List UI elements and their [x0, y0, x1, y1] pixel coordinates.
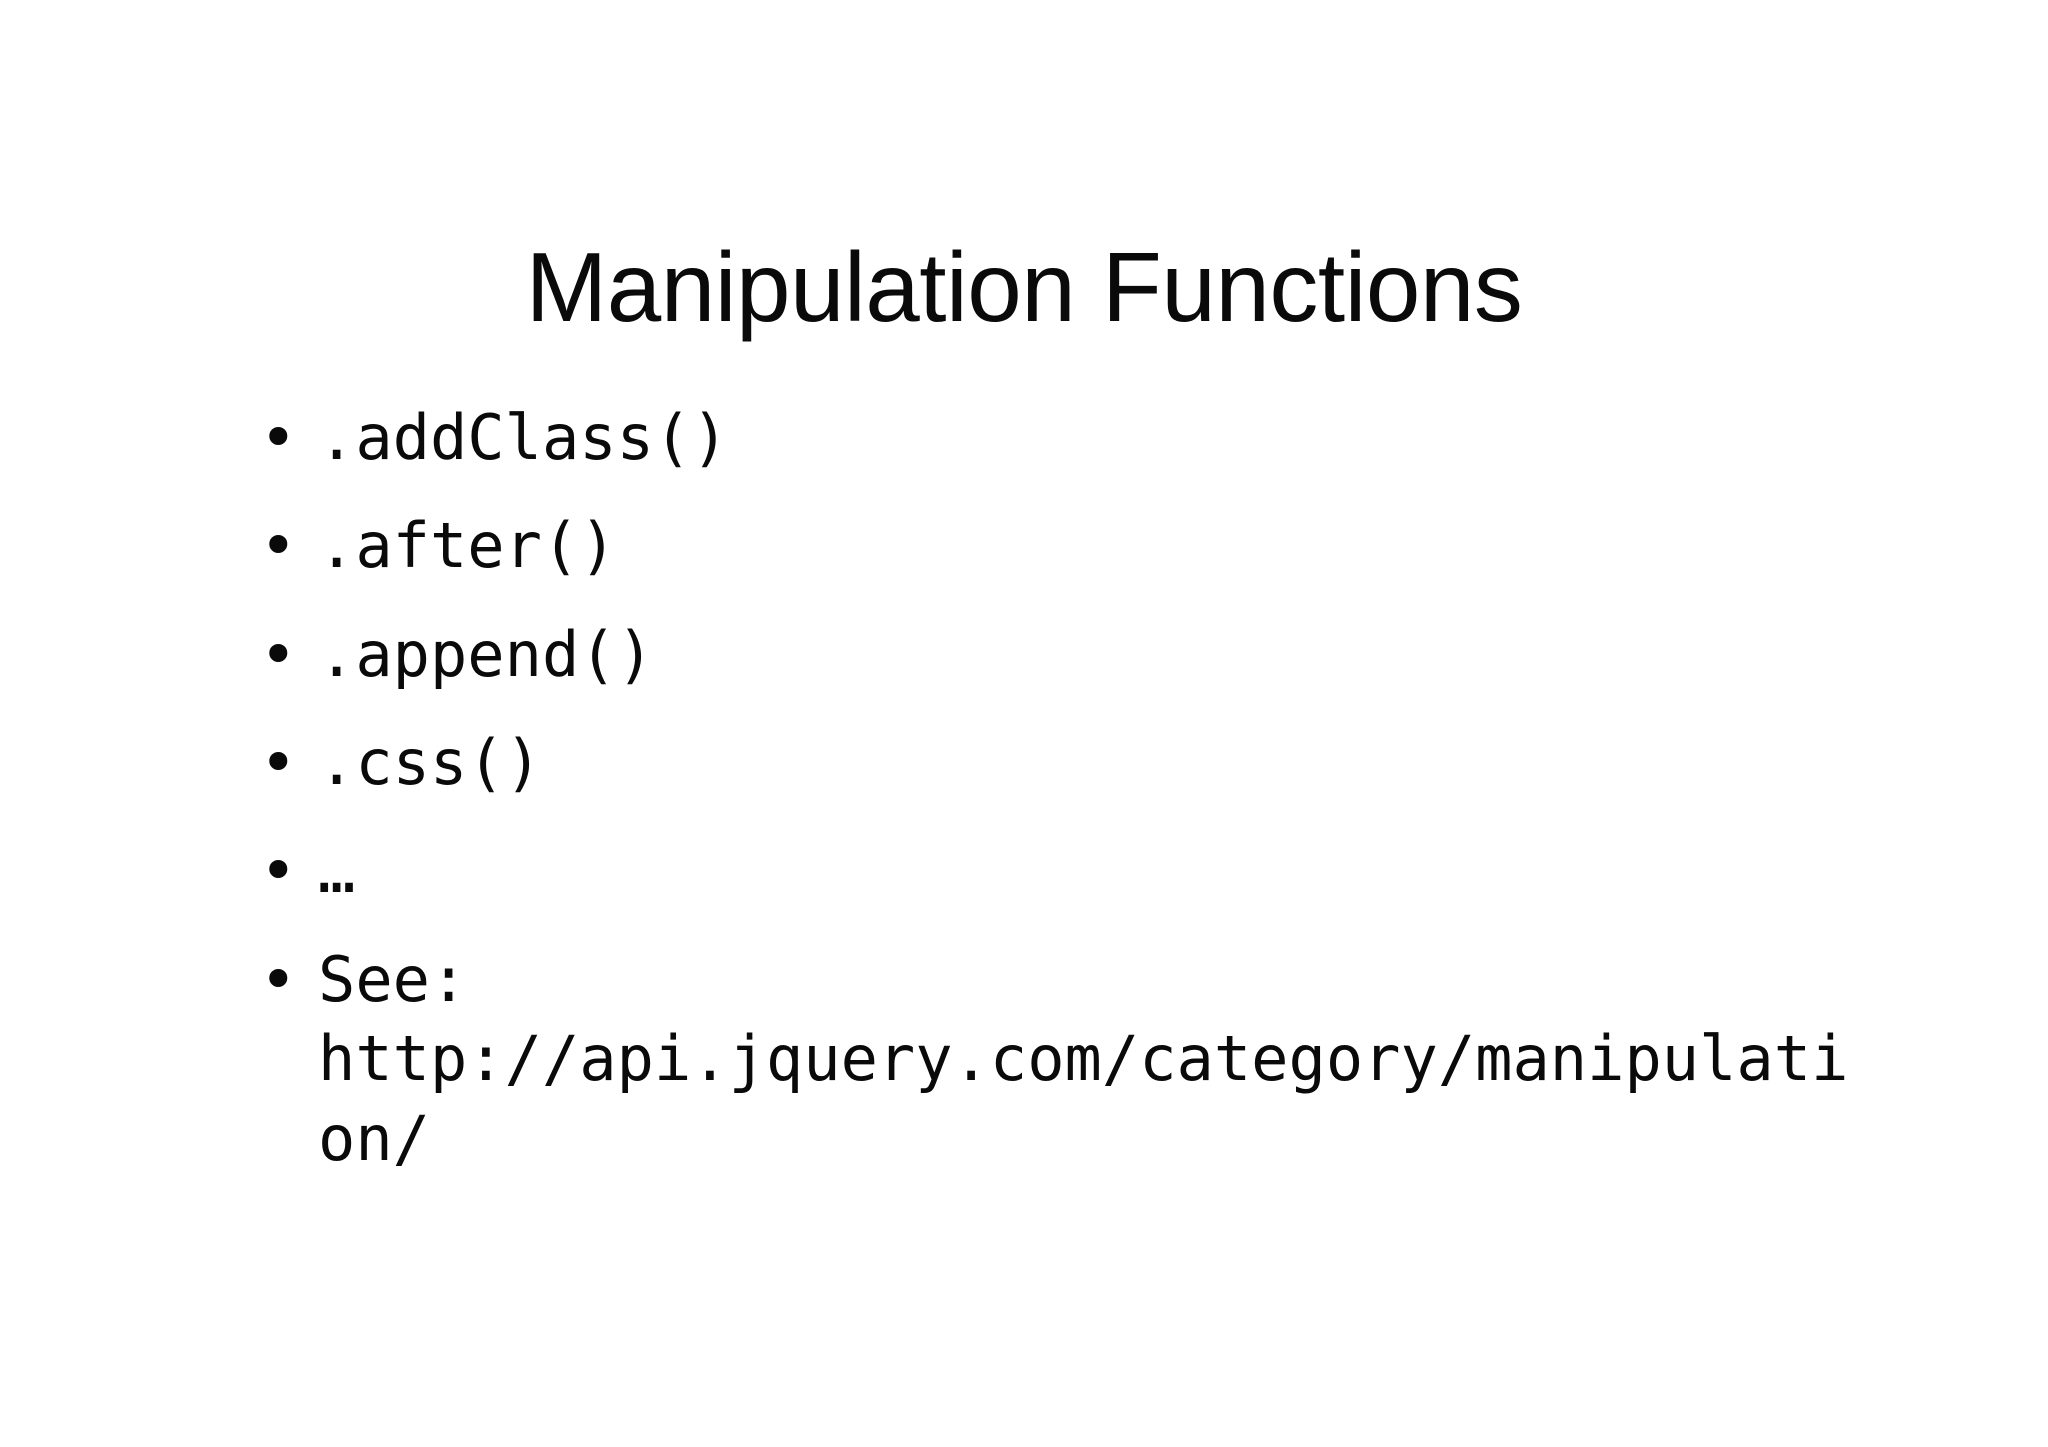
- bullet-point-icon: •: [260, 617, 297, 691]
- list-item: • …: [252, 831, 1892, 910]
- bullet-point-icon: •: [260, 726, 297, 800]
- list-item-label: .after(): [318, 509, 617, 583]
- list-item: • See: http://api.jquery.com/category/ma…: [252, 940, 1892, 1178]
- list-item: • .addClass(): [252, 398, 1892, 477]
- list-item-label: …: [318, 834, 357, 908]
- list-item-label: .append(): [318, 617, 654, 691]
- list-item: • .append(): [252, 615, 1892, 694]
- bullet-point-icon: •: [260, 401, 297, 474]
- bullet-list: • .addClass() • .after() • .append() • .…: [252, 398, 1892, 1178]
- list-item-label: .css(): [318, 726, 542, 800]
- bullet-point-icon: •: [260, 509, 297, 583]
- slide-title: Manipulation Functions: [525, 231, 1523, 342]
- bullet-point-icon: •: [260, 942, 297, 1016]
- list-item: • .css(): [252, 723, 1892, 802]
- bullet-point-icon: •: [260, 834, 297, 908]
- list-item: • .after(): [252, 506, 1892, 585]
- list-item-label: .addClass(): [318, 401, 729, 474]
- list-item-label: See: http://api.jquery.com/category/mani…: [318, 942, 1849, 1175]
